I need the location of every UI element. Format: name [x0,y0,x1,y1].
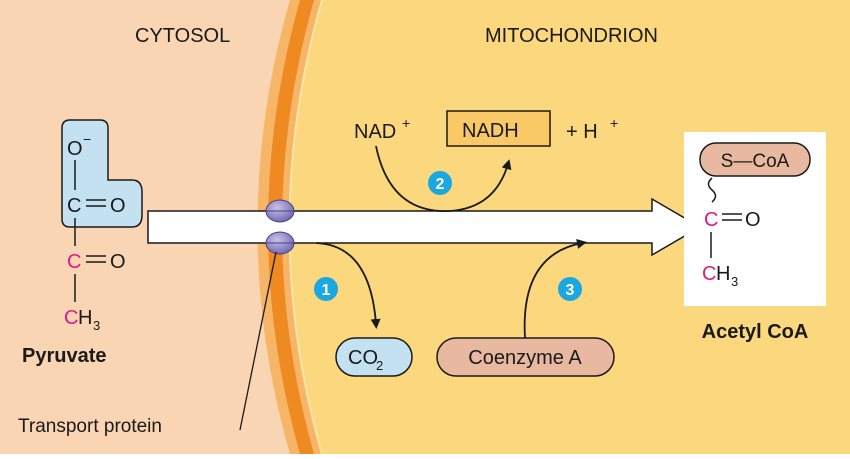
mitochondrion-label: MITOCHONDRION [485,25,658,47]
step-1-badge [314,277,338,301]
co2-box [335,337,413,377]
pyruvate-o-charge: − [83,131,91,147]
coenzyme-a-label: Coenzyme A [468,347,582,369]
co2-release-arrow [315,242,381,329]
acetyl-methyl-c: C [702,263,716,285]
cytosol-label: CYTOSOL [135,25,230,47]
s-coa-label: S—CoA [721,151,790,172]
acetyl-coa-label: Acetyl CoA [702,321,809,343]
carboxyl-group-highlight [61,119,143,228]
s-coa-box [699,142,811,177]
coenzyme-a-box [436,337,615,377]
pyruvate-carboxyl-o: O [110,195,126,217]
transport-protein-leader [239,251,277,431]
outer-membrane [257,0,322,454]
step-3-badge [558,277,582,301]
pyruvate-methyl-sub: 3 [93,318,100,333]
pyruvate-methyl-h: H [78,307,92,329]
step-2-number: 2 [436,176,445,193]
plus-h-label: + H [566,121,598,143]
coenzyme-a-arrow [523,239,587,339]
step-3-number: 3 [566,282,575,299]
nad-charge: + [402,115,410,131]
transport-protein-label: Transport protein [18,416,162,437]
step-2-badge [428,171,452,195]
co2-label: CO [348,347,378,369]
cytosol-region [0,0,290,454]
nad-label: NAD [354,121,396,143]
pyruvate-carboxyl-c: C [67,195,81,217]
nadh-label: NADH [462,120,519,142]
thioester-bond [707,177,717,203]
inner-membrane [268,0,314,454]
acetyl-methyl-h: H [716,263,730,285]
acetyl-methyl-sub: 3 [731,274,738,289]
pyruvate-keto-c: C [67,251,81,273]
acetyl-c: C [704,209,718,231]
pyruvate-methyl-c: C [64,307,78,329]
h-charge: + [610,115,618,131]
pyruvate-label: Pyruvate [22,345,107,367]
acetyl-o: O [745,209,761,231]
nadh-box [446,110,551,147]
pyruvate-keto-o: O [110,251,126,273]
step-1-number: 1 [322,282,331,299]
co2-subscript: 2 [376,358,383,373]
nad-reduction-arrow [375,145,512,212]
pyruvate-o-minus: O [67,138,83,160]
